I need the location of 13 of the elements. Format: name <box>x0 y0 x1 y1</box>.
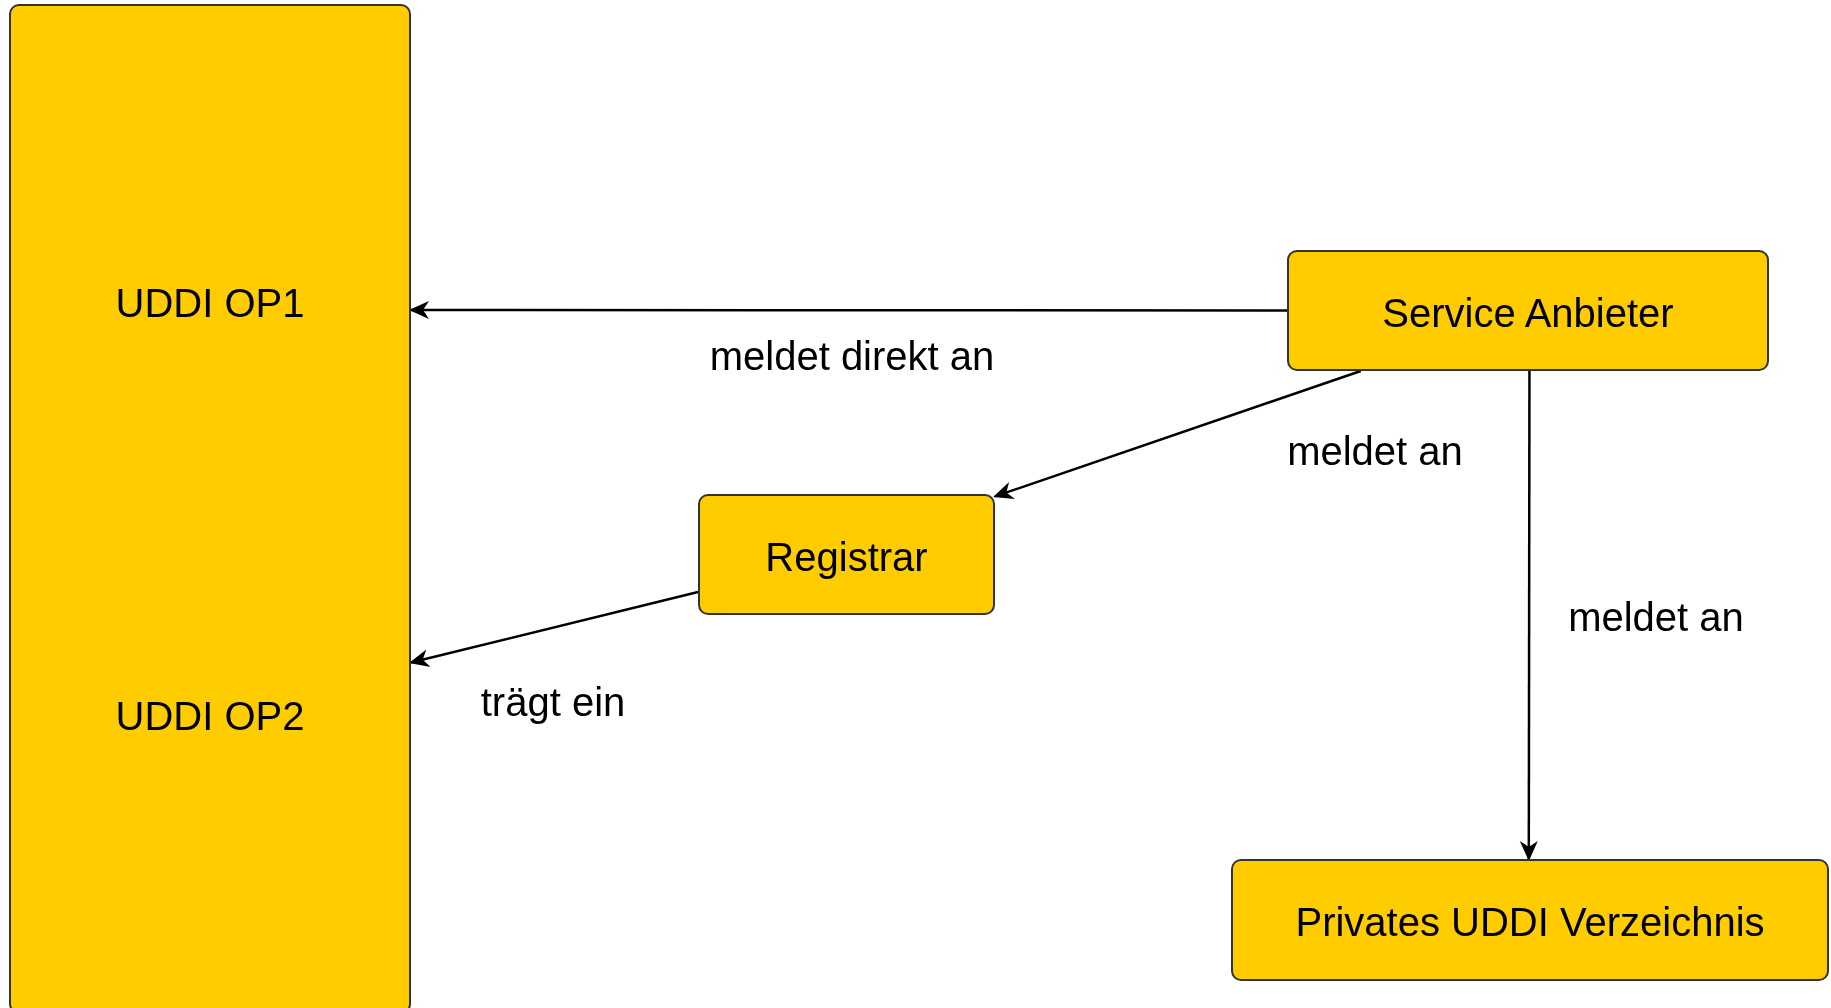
process-box <box>698 494 995 615</box>
arrow <box>1519 371 1538 861</box>
process-box <box>1287 250 1769 371</box>
arrow <box>409 590 699 667</box>
operator-panel <box>9 4 411 1008</box>
node-label: UDDI OP1 <box>114 280 306 326</box>
node-label: Registrar <box>764 534 929 579</box>
node-label: Service Anbieter <box>1381 290 1675 335</box>
process-box <box>1231 859 1829 981</box>
arrow <box>409 301 1287 320</box>
arrow <box>993 369 1362 500</box>
node-label: UDDI OP2 <box>114 693 306 739</box>
node-label: Privates UDDI Verzeichnis <box>1294 899 1766 945</box>
